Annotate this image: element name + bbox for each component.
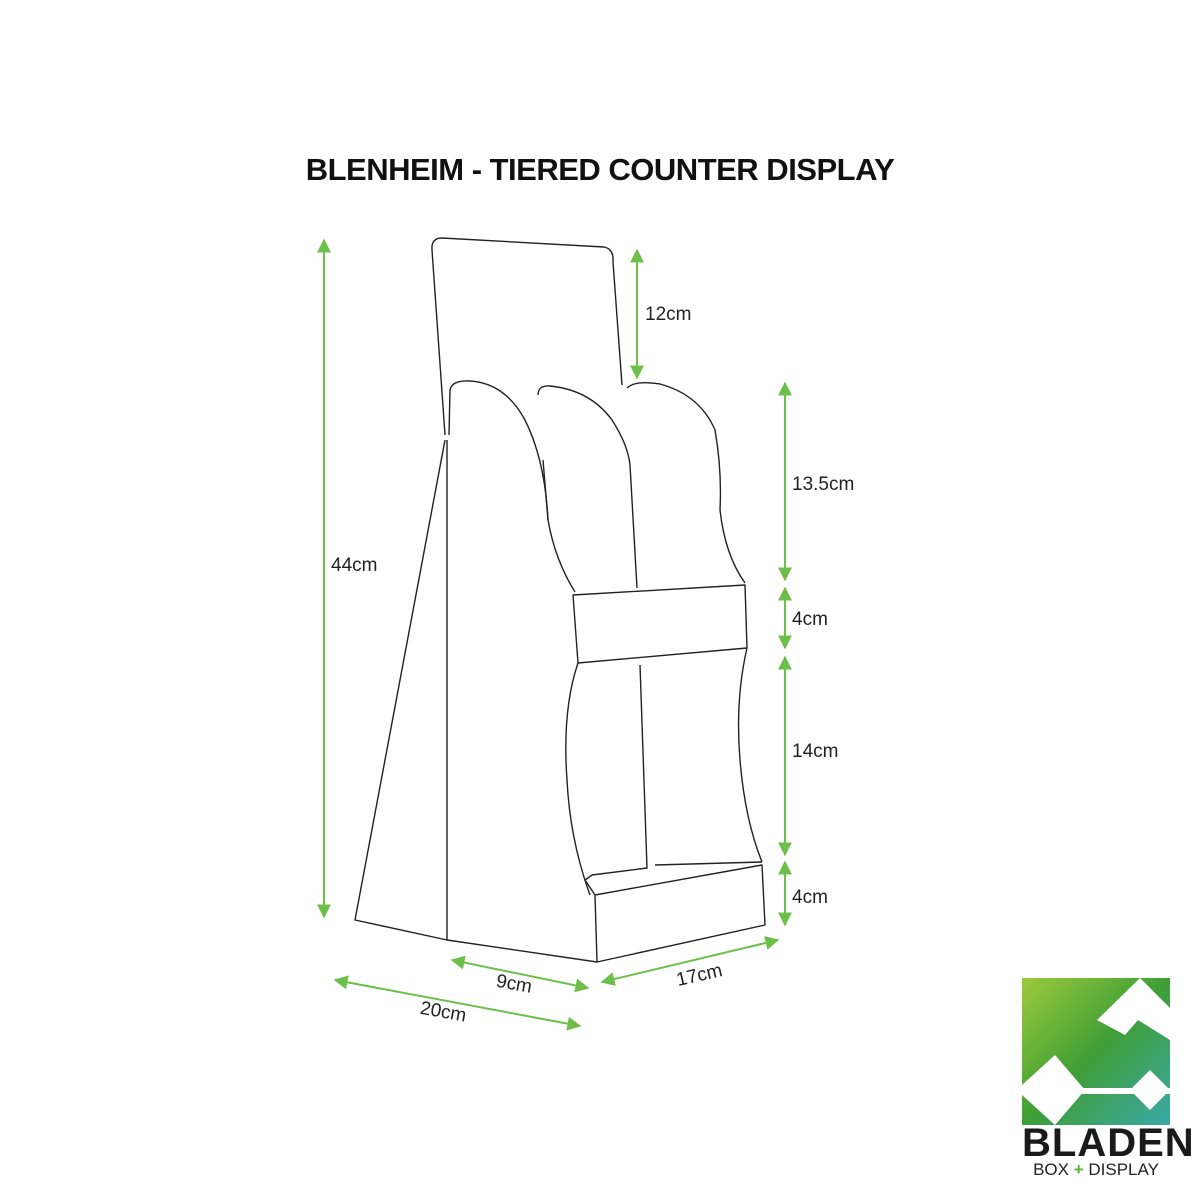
base (446, 864, 766, 963)
dimension-labels: 44cm 12cm 13.5cm 4cm 14cm 4cm 20cm 9cm 1… (331, 304, 854, 1027)
label-12cm: 12cm (645, 304, 691, 325)
tier-1-back (542, 459, 549, 521)
lower-back (591, 664, 763, 876)
dim-9-line (450, 955, 590, 993)
tagline-display: DISPLAY (1088, 1160, 1159, 1179)
dimension-lines (317, 238, 792, 1031)
side-panel (354, 439, 448, 941)
tagline-box: BOX (1033, 1160, 1069, 1179)
label-4cm-base: 4cm (792, 887, 828, 908)
page-title: BLENHEIM - TIERED COUNTER DISPLAY (305, 152, 895, 187)
tier-3-front (626, 381, 746, 584)
logo-tagline: BOX + DISPLAY (1022, 1161, 1170, 1179)
tier-1-front (448, 380, 576, 593)
middle-band (572, 584, 748, 664)
logo-name: BLADEN (1022, 1121, 1195, 1165)
label-17cm: 17cm (674, 960, 724, 991)
tagline-plus: + (1073, 1160, 1084, 1179)
display-outline (354, 237, 766, 963)
tier-2-front (537, 385, 638, 589)
bladen-logo: BLADEN BOX + DISPLAY (1022, 1121, 1195, 1179)
label-4cm-band: 4cm (792, 609, 828, 630)
label-14cm: 14cm (792, 741, 838, 762)
header-panel (431, 237, 623, 436)
label-13-5cm: 13.5cm (792, 474, 854, 495)
label-44cm: 44cm (331, 555, 377, 576)
lower-tier (565, 647, 763, 896)
label-20cm: 20cm (418, 998, 467, 1027)
dim-20-line (333, 975, 582, 1031)
dim-17-line (600, 936, 780, 986)
bladen-logo-mark (1022, 978, 1170, 1125)
